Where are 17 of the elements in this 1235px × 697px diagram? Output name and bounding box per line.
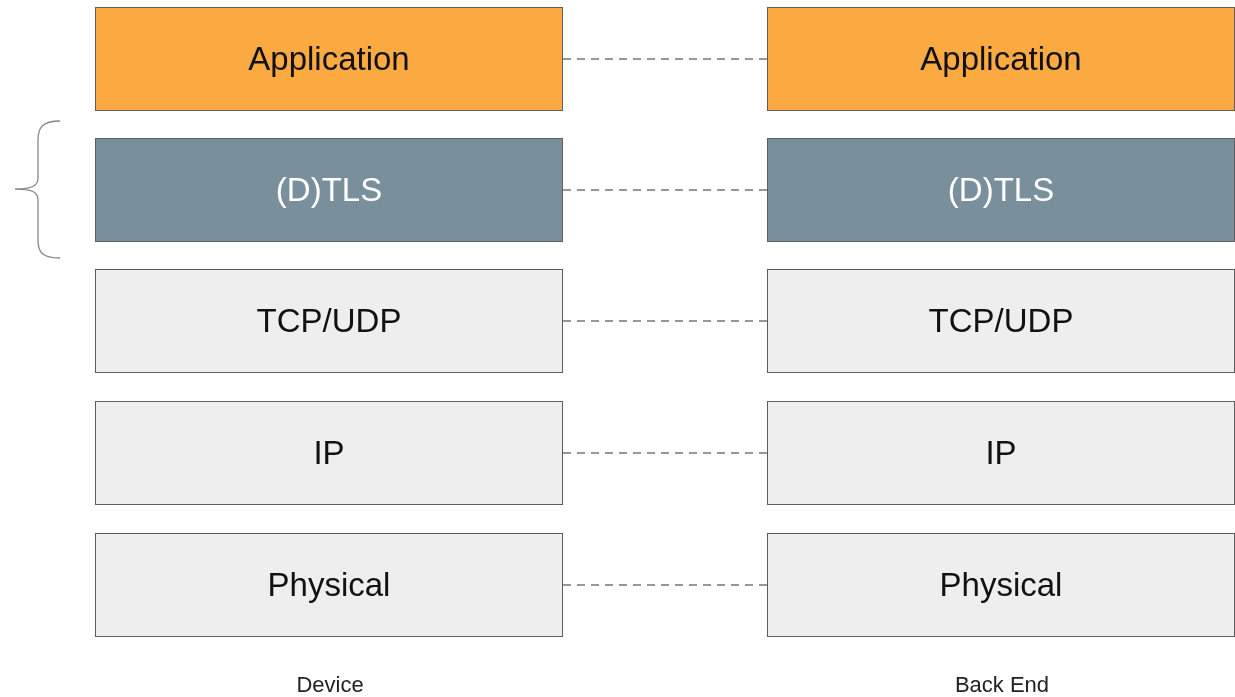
layer-box: Physical (95, 533, 563, 637)
layer-box: IP (767, 401, 1235, 505)
column-label: Back End (953, 672, 1051, 697)
dashed-connector (562, 584, 768, 586)
layer-box: TCP/UDP (767, 269, 1235, 373)
layer-box: IP (95, 401, 563, 505)
layer-box: Application (767, 7, 1235, 111)
dashed-connector (562, 58, 768, 60)
layer-box: Application (95, 7, 563, 111)
dashed-connector (562, 189, 768, 191)
layer-box: Physical (767, 533, 1235, 637)
layer-box: TCP/UDP (95, 269, 563, 373)
dashed-connector (562, 452, 768, 454)
layer-box: (D)TLS (95, 138, 563, 242)
layer-box: (D)TLS (767, 138, 1235, 242)
dashed-connector (562, 320, 768, 322)
column-label: Device (295, 672, 365, 697)
